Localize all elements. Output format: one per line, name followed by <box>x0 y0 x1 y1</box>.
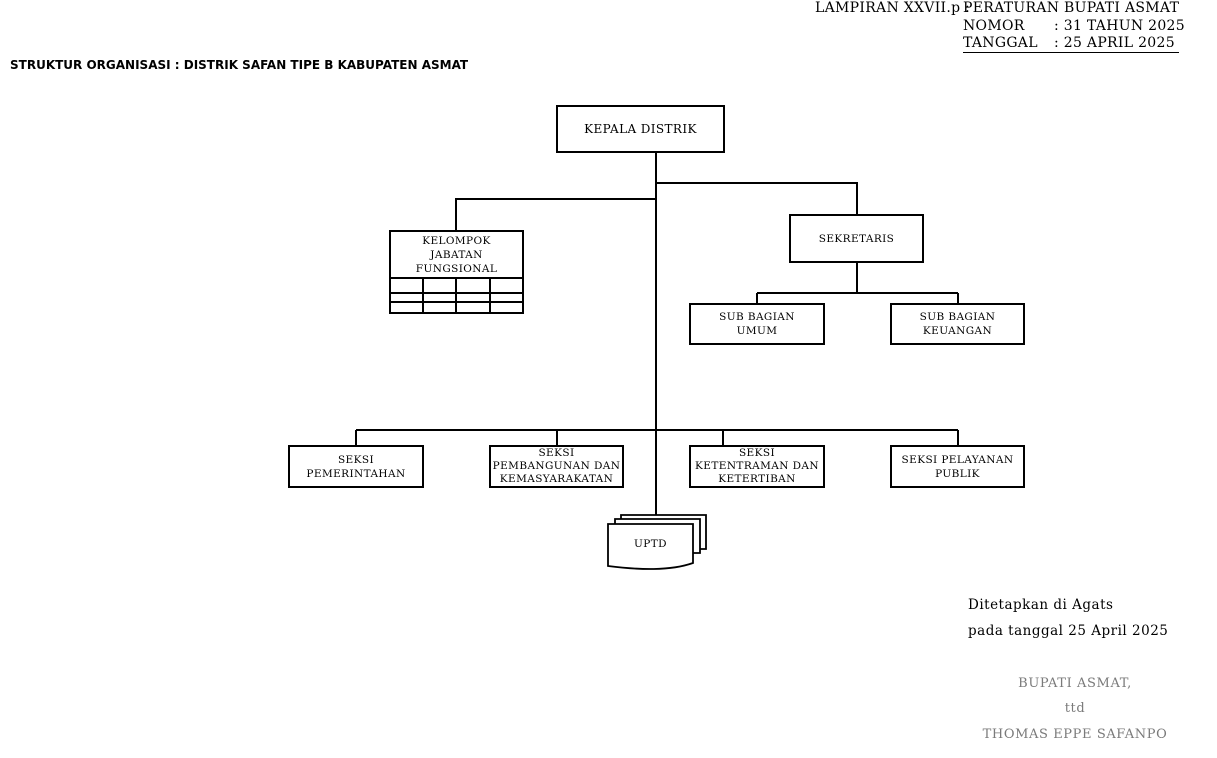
sub-bagian-umum-box: SUB BAGIAN UMUM <box>689 303 825 345</box>
jabatan-grid <box>389 277 524 314</box>
kepala-distrik-box: KEPALA DISTRIK <box>556 105 725 153</box>
nomor-value: : 31 TAHUN 2025 <box>1054 18 1185 34</box>
jabatan-connector <box>455 198 656 231</box>
signatory-name: THOMAS EPPE SAFANPO <box>982 727 1168 742</box>
sub-bagian-umum-label: SUB BAGIAN UMUM <box>719 311 795 337</box>
sekretaris-label: SEKRETARIS <box>818 232 895 245</box>
tanggal-label: TANGGAL <box>963 35 1038 51</box>
lampiran-label: LAMPIRAN XXVII.p : <box>815 0 971 16</box>
footer-place: Ditetapkan di Agats <box>968 597 1114 613</box>
sub-bagian-keuangan-box: SUB BAGIAN KEUANGAN <box>890 303 1025 345</box>
signatory-position: BUPATI ASMAT, <box>1018 676 1132 691</box>
tanggal-value: : 25 APRIL 2025 <box>1054 35 1175 51</box>
seksi-ketentraman-box: SEKSI KETENTRAMAN DAN KETERTIBAN <box>689 445 825 488</box>
seksi-pemerintahan-box: SEKSI PEMERINTAHAN <box>288 445 424 488</box>
seksi-pemerintahan-label: SEKSI PEMERINTAHAN <box>306 453 406 480</box>
uptd-label: UPTD <box>634 538 667 550</box>
sub-bagian-keuangan-label: SUB BAGIAN KEUANGAN <box>919 311 996 337</box>
seksi-pembangunan-label: SEKSI PEMBANGUNAN DAN KEMASYARAKATAN <box>492 447 621 485</box>
seksi-ketentraman-label: SEKSI KETENTRAMAN DAN KETERTIBAN <box>695 447 819 485</box>
sekretaris-box: SEKRETARIS <box>789 214 924 263</box>
seksi-pembangunan-box: SEKSI PEMBANGUNAN DAN KEMASYARAKATAN <box>489 445 624 488</box>
kelompok-jabatan-label: KELOMPOK JABATAN FUNGSIONAL <box>415 234 498 275</box>
lampiran-value: PERATURAN BUPATI ASMAT <box>963 0 1180 16</box>
footer-date: pada tanggal 25 April 2025 <box>968 623 1169 639</box>
seksi-pelayanan-box: SEKSI PELAYANAN PUBLIK <box>890 445 1025 488</box>
tanggal-row: TANGGAL : 25 APRIL 2025 <box>963 35 1179 53</box>
nomor-label: NOMOR <box>963 18 1025 34</box>
signature-ttd: ttd <box>1064 701 1086 716</box>
kelompok-jabatan-box: KELOMPOK JABATAN FUNGSIONAL <box>389 230 524 279</box>
kepala-distrik-label: KEPALA DISTRIK <box>584 122 697 136</box>
page-title: STRUKTUR ORGANISASI : DISTRIK SAFAN TIPE… <box>10 58 469 72</box>
seksi-pelayanan-label: SEKSI PELAYANAN PUBLIK <box>901 453 1014 480</box>
sekretaris-connector <box>656 182 858 215</box>
uptd-shape <box>607 514 707 570</box>
